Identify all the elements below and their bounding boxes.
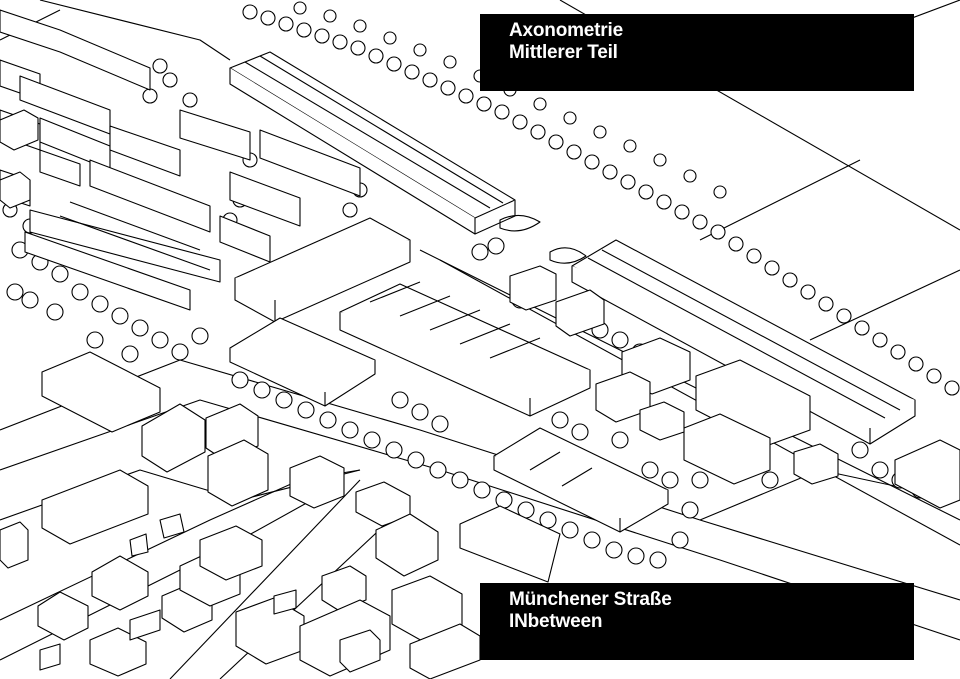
courtyard-complex bbox=[339, 281, 591, 417]
project-line-1: Münchener Straße bbox=[509, 589, 672, 610]
existing-buildings-lower-left bbox=[0, 351, 345, 677]
large-hall bbox=[229, 317, 376, 407]
terrace-building-top bbox=[229, 51, 516, 235]
school-building bbox=[493, 427, 669, 533]
title-line-1: Axonometrie bbox=[509, 20, 623, 41]
terrace-building-far-right bbox=[894, 439, 960, 509]
outbuildings-left bbox=[0, 109, 39, 209]
title-line-2: Mittlerer Teil bbox=[509, 42, 618, 63]
housing-rows-top-left bbox=[0, 9, 361, 263]
title-label-box: Axonometrie Mittlerer Teil bbox=[480, 14, 914, 91]
existing-buildings-lower-middle bbox=[235, 481, 561, 679]
row-housing-left bbox=[24, 201, 221, 311]
terrace-building-right bbox=[571, 239, 916, 445]
tree-row-top bbox=[242, 1, 960, 396]
sport-field bbox=[499, 214, 587, 264]
project-line-2: INbetween bbox=[509, 611, 603, 632]
buildings-right-middle bbox=[509, 265, 839, 485]
project-label-box: Münchener Straße INbetween bbox=[480, 583, 914, 660]
